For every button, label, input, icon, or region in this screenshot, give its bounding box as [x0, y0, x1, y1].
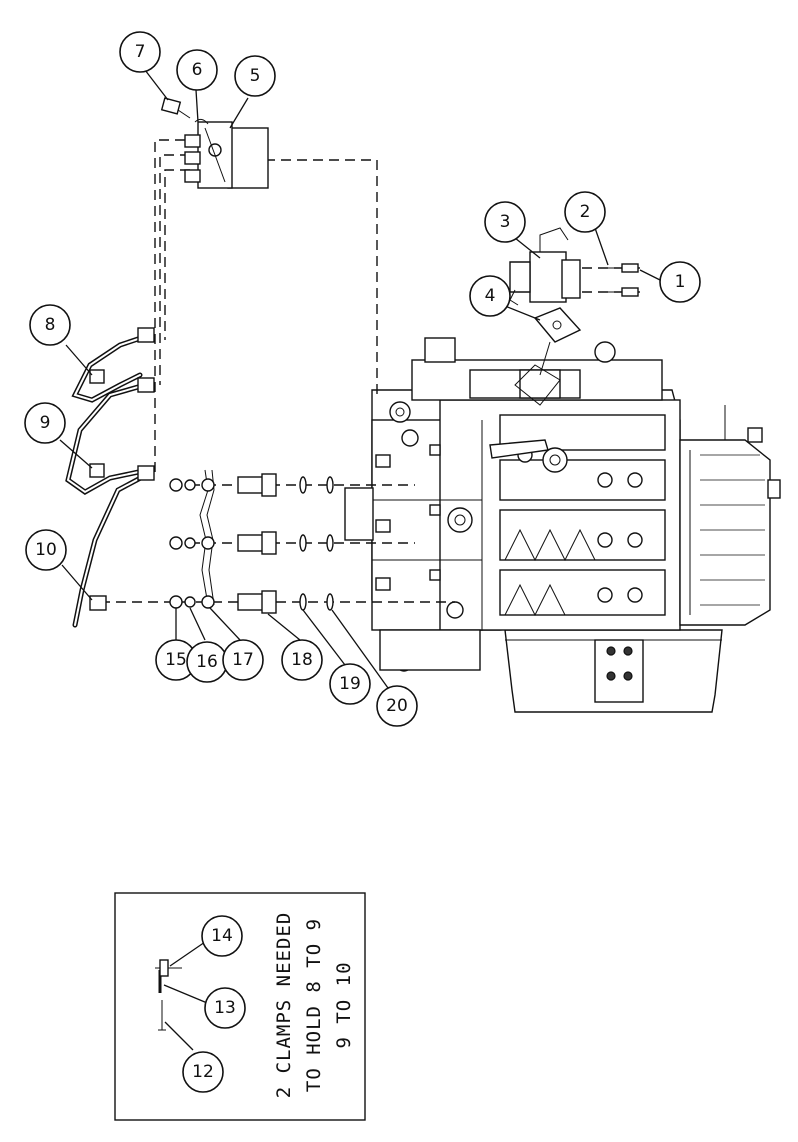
svg-text:20: 20 — [386, 696, 408, 716]
callout-3: 3 — [484, 201, 526, 243]
svg-text:1: 1 — [675, 272, 686, 292]
svg-text:16: 16 — [196, 652, 218, 672]
leader-lines — [59, 69, 661, 689]
svg-text:9: 9 — [40, 413, 51, 433]
callout-5: 5 — [234, 55, 276, 97]
callout-6: 6 — [176, 49, 218, 91]
callout-1: 1 — [659, 261, 701, 303]
callout-20: 20 — [376, 685, 418, 727]
injection-lines — [65, 327, 155, 628]
callout-18: 18 — [281, 639, 323, 681]
svg-text:3: 3 — [500, 212, 511, 232]
callout-13: 13 — [204, 987, 246, 1029]
clamp-note-line-3: 9 TO 10 — [333, 961, 355, 1048]
callout-12: 12 — [182, 1051, 224, 1093]
svg-text:6: 6 — [192, 60, 203, 80]
block-ribs — [401, 414, 666, 619]
svg-text:7: 7 — [135, 42, 146, 62]
bleed-screw — [160, 97, 191, 119]
svg-text:10: 10 — [35, 540, 57, 560]
callout-8: 8 — [29, 304, 71, 346]
svg-text:12: 12 — [192, 1062, 214, 1082]
fuel-filter-assembly — [184, 121, 269, 189]
flywheel-housing — [679, 405, 781, 626]
clamp-note: 2 CLAMPS NEEDED TO HOLD 8 TO 9 9 TO 10 — [273, 912, 355, 1099]
svg-text:2: 2 — [580, 202, 591, 222]
callout-16: 16 — [186, 641, 228, 683]
injector-nozzle-stack — [169, 469, 334, 614]
lift-pump-assembly — [509, 227, 639, 376]
callout-9: 9 — [24, 402, 66, 444]
callout-4: 4 — [469, 275, 511, 317]
callout-17: 17 — [222, 639, 264, 681]
svg-text:8: 8 — [45, 315, 56, 335]
svg-text:19: 19 — [339, 674, 361, 694]
cover-bolts — [375, 444, 441, 591]
svg-text:4: 4 — [485, 286, 496, 306]
callout-10: 10 — [25, 529, 67, 571]
svg-text:14: 14 — [211, 926, 233, 946]
callout-19: 19 — [329, 663, 371, 705]
callout-15: 15 — [155, 639, 197, 681]
svg-text:18: 18 — [291, 650, 313, 670]
injection-pump-housing — [389, 337, 663, 473]
svg-text:15: 15 — [165, 650, 187, 670]
callout-7: 7 — [119, 31, 161, 73]
clamp-note-line-1: 2 CLAMPS NEEDED — [273, 912, 295, 1099]
callout-2: 2 — [564, 191, 606, 233]
svg-text:17: 17 — [232, 650, 254, 670]
engine-block — [344, 337, 781, 713]
svg-text:5: 5 — [250, 66, 261, 86]
svg-text:13: 13 — [214, 998, 236, 1018]
callout-14: 14 — [201, 915, 243, 957]
clamp-note-line-2: TO HOLD 8 TO 9 — [303, 918, 325, 1092]
